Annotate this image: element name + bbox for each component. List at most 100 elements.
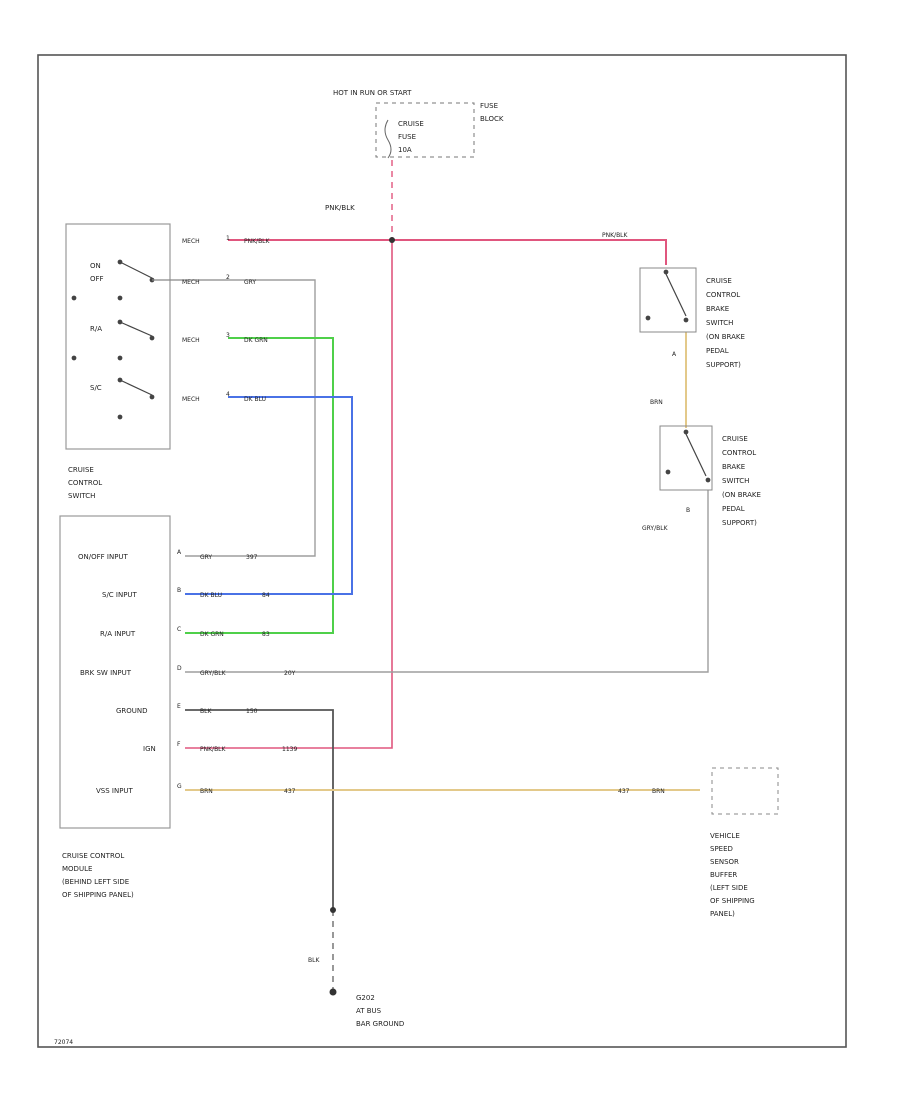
ground-line-3: BAR GROUND: [356, 1020, 404, 1028]
ground-point: BLK G202 AT BUS BAR GROUND: [308, 957, 404, 1028]
cruise-control-switch: ON OFF R/A S/C MECH MECH MECH MECH 1 2 3…: [65, 223, 271, 500]
ground-line-2: AT BUS: [356, 1007, 382, 1015]
module-pin-1: A: [177, 549, 182, 556]
fuse-hot-label: HOT IN RUN OR START: [333, 89, 412, 97]
module-circuit-5: 150: [246, 708, 258, 715]
module-pin-3: C: [177, 626, 181, 633]
module-wire-7: BRN: [200, 788, 213, 795]
vss-line-1: VEHICLE: [710, 832, 740, 840]
diagram-frame: [37, 54, 847, 1048]
vss-buffer: 437 BRN VEHICLE SPEED SENSOR BUFFER (LEF…: [618, 767, 779, 918]
brake-b-line-3: BRAKE: [722, 463, 745, 471]
fuse-block-outline: [375, 102, 475, 158]
module-circuit-2: 84: [262, 592, 270, 599]
vss-line-7: PANEL): [710, 910, 735, 918]
module-wire-3: DK GRN: [200, 631, 224, 638]
vss-buffer-outline: [711, 767, 779, 815]
brake-switch-b: B GRY/BLK CRUISE CONTROL BRAKE SWITCH (O…: [642, 425, 761, 532]
switch-pin-num-4: 4: [226, 391, 230, 398]
module-input-label-2: S/C INPUT: [102, 591, 138, 599]
wire-blue-set-coast: [185, 396, 353, 595]
vss-wire-label: BRN: [652, 788, 665, 795]
cruise-switch-outline: [65, 223, 171, 450]
diagram-code: 72074: [54, 1039, 73, 1046]
switch-wire-label-1: PNK/BLK: [244, 238, 271, 245]
brake-a-in-wire-label: PNK/BLK: [602, 232, 629, 239]
switch-pos-resume: R/A: [90, 325, 102, 333]
brake-a-line-3: BRAKE: [706, 305, 729, 313]
brake-b-line-5: (ON BRAKE: [722, 491, 761, 499]
brake-b-pin: B: [686, 507, 690, 514]
ground-splice: [330, 907, 336, 913]
brake-b-line-4: SWITCH: [722, 477, 749, 485]
module-circuit-6: 1139: [282, 746, 297, 753]
switch-pin-mech-3: MECH: [182, 337, 200, 344]
switch-pin-num-2: 2: [226, 274, 230, 281]
module-pin-2: B: [177, 587, 181, 594]
wire-green-resume: [185, 337, 334, 634]
switch-pin-num-3: 3: [226, 332, 230, 339]
fuse-block-label-1: FUSE: [480, 102, 498, 110]
brake-b-line-2: CONTROL: [722, 449, 756, 457]
switch-pos-on: ON: [90, 262, 101, 270]
module-outline: [59, 515, 171, 829]
fuse-symbol: [384, 119, 392, 159]
module-input-label-1: ON/OFF INPUT: [78, 553, 129, 561]
vss-circuit-label: 437: [618, 788, 630, 795]
switch-pin-mech-2: MECH: [182, 279, 200, 286]
fuse-block: HOT IN RUN OR START CRUISE FUSE 10A FUSE…: [325, 89, 504, 212]
ground-line-1: G202: [356, 994, 375, 1002]
ground-wire-label: BLK: [308, 957, 320, 964]
module-caption-1: CRUISE CONTROL: [62, 852, 124, 860]
module-wire-5: BLK: [200, 708, 212, 715]
fuse-wire-label: PNK/BLK: [325, 204, 355, 212]
module-circuit-7: 437: [284, 788, 296, 795]
brake-switch-a: PNK/BLK A BRN CRUISE CONTROL BRAKE SWITC…: [602, 232, 745, 406]
module-pin-4: D: [177, 665, 182, 672]
vss-line-2: SPEED: [710, 845, 733, 853]
vss-line-4: BUFFER: [710, 871, 737, 879]
wire-pink-bus: [228, 239, 667, 265]
module-circuit-4: 20Y: [284, 670, 296, 677]
cruise-control-module: ON/OFF INPUT S/C INPUT R/A INPUT BRK SW …: [59, 515, 297, 899]
module-pins: A B C D E F G: [177, 549, 182, 790]
brake-b-line-7: SUPPORT): [722, 519, 757, 527]
fuse-name-line-3: 10A: [398, 146, 412, 154]
module-wire-1: GRY: [200, 554, 212, 561]
cruise-switch-caption-3: SWITCH: [68, 492, 95, 500]
module-pin-6: F: [177, 741, 181, 748]
module-wire-2: DK BLU: [200, 592, 222, 599]
module-caption-4: OF SHIPPING PANEL): [62, 891, 134, 899]
module-input-label-6: IGN: [143, 745, 156, 753]
vss-line-3: SENSOR: [710, 858, 739, 866]
module-circuit-1: 397: [246, 554, 258, 561]
brake-a-line-7: SUPPORT): [706, 361, 741, 369]
brake-b-line-1: CRUISE: [722, 435, 748, 443]
switch-wire-label-2: GRY: [244, 279, 256, 286]
splice-pink: [389, 237, 395, 243]
switch-contacts: [71, 259, 228, 420]
module-input-label-4: BRK SW INPUT: [80, 669, 132, 677]
brake-a-line-1: CRUISE: [706, 277, 732, 285]
switch-pos-off: OFF: [90, 275, 104, 283]
brake-a-line-6: PEDAL: [706, 347, 729, 355]
module-circuit-3: 83: [262, 631, 270, 638]
cruise-switch-caption-2: CONTROL: [68, 479, 102, 487]
fuse-block-label-2: BLOCK: [480, 115, 504, 123]
switch-pin-num-1: 1: [226, 235, 230, 242]
switch-pin-mech-1: MECH: [182, 238, 200, 245]
wire-gray-brake-input: [185, 490, 709, 673]
module-caption-2: MODULE: [62, 865, 92, 873]
brake-switch-a-outline: [639, 267, 697, 333]
brake-b-out-wire-label: GRY/BLK: [642, 525, 669, 532]
module-input-label-7: VSS INPUT: [96, 787, 134, 795]
wire-black-ground: [185, 709, 334, 910]
switch-wire-label-4: DK BLU: [244, 396, 266, 403]
switch-wire-label-3: DK GRN: [244, 337, 268, 344]
brake-b-line-6: PEDAL: [722, 505, 745, 513]
brake-a-line-4: SWITCH: [706, 319, 733, 327]
wire-gray-on-off: [185, 279, 316, 557]
module-wire-6: PNK/BLK: [200, 746, 227, 753]
module-wire-labels: GRY 397 DK BLU 84 DK GRN 83 GRY/BLK 20Y …: [200, 554, 297, 795]
